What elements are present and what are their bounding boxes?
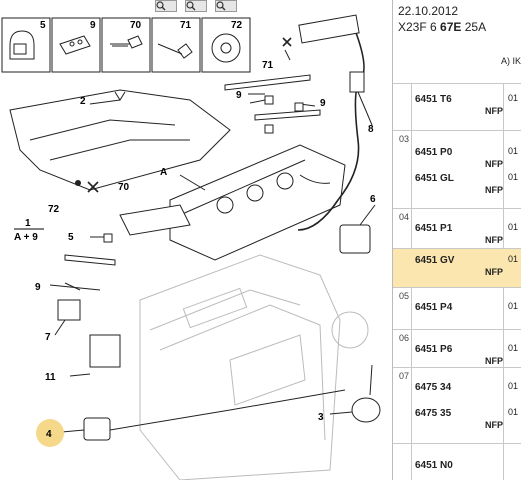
quantity-code: 01 xyxy=(508,222,519,232)
label-70-thumb: 70 xyxy=(130,20,142,31)
nfp-flag: NFP xyxy=(485,106,503,116)
thumb-screw-70 xyxy=(101,17,151,73)
parts-list-panel: 22.10.2012 X23F 6 67E 25A A) IK 6451 T6 N… xyxy=(392,0,521,480)
row-index: 05 xyxy=(399,291,410,301)
resistor-7 xyxy=(57,299,81,321)
thumb-washer-72 xyxy=(201,17,251,73)
label-4: 4 xyxy=(46,429,52,440)
parts-diagram: 5 9 70 71 72 xyxy=(1,0,381,480)
parts-row[interactable]: 6451 N0 xyxy=(393,443,521,480)
quantity-code: 01 xyxy=(508,172,519,182)
label-2: 2 xyxy=(80,96,86,107)
part-reference[interactable]: 6475 35 xyxy=(415,408,452,419)
part-reference[interactable]: 6451 N0 xyxy=(415,460,453,471)
control-unit-a xyxy=(119,144,346,261)
relay-6 xyxy=(339,224,371,254)
hose-5 xyxy=(64,254,116,266)
nfp-flag: NFP xyxy=(485,356,503,366)
hose-9-top xyxy=(224,74,311,91)
parts-row[interactable]: 03 6451 P0 NFP 01 6451 GL NFP 01 xyxy=(393,130,521,208)
duct-assembly xyxy=(9,89,231,191)
part-reference[interactable]: 6451 GV xyxy=(415,255,455,266)
marker-72 xyxy=(75,180,81,186)
parts-row[interactable]: 04 6451 P1 NFP 01 xyxy=(393,208,521,248)
label-6: 6 xyxy=(370,194,376,205)
marker-70 xyxy=(87,181,99,193)
part-reference[interactable]: 6475 34 xyxy=(415,382,452,393)
label-8: 8 xyxy=(368,124,374,135)
vehicle-code: X23F 6 67E 25A xyxy=(398,20,487,34)
label-72: 72 xyxy=(48,204,60,215)
hose-9-mid xyxy=(254,109,321,121)
nfp-flag: NFP xyxy=(485,235,503,245)
zoom-in-icon[interactable] xyxy=(155,0,177,12)
relay-11 xyxy=(89,334,121,368)
label-72-thumb: 72 xyxy=(231,20,243,31)
label-7: 7 xyxy=(45,332,51,343)
parts-row[interactable]: 07 6475 34 01 6475 35 NFP 01 xyxy=(393,367,521,443)
label-11: 11 xyxy=(45,372,56,383)
parts-row[interactable]: 06 6451 P6 NFP 01 xyxy=(393,329,521,367)
part-reference[interactable]: 6451 GL xyxy=(415,173,454,184)
sensor-board xyxy=(298,14,360,44)
row-index: 03 xyxy=(399,134,410,144)
label-71-thumb: 71 xyxy=(180,20,192,31)
quantity-code: 01 xyxy=(508,301,519,311)
catalog-date: 22.10.2012 xyxy=(398,4,459,18)
marker-71 xyxy=(282,37,292,47)
label-9-right: 9 xyxy=(320,98,326,109)
nfp-flag: NFP xyxy=(485,420,503,430)
label-71: 71 xyxy=(262,60,274,71)
label-70: 70 xyxy=(118,182,130,193)
label-5: 5 xyxy=(68,232,74,243)
top-right-label: A) IK xyxy=(501,56,521,66)
callout-highlight-4 xyxy=(36,419,64,447)
label-9-top: 9 xyxy=(236,90,242,101)
knob-3 xyxy=(351,397,381,423)
nfp-flag: NFP xyxy=(485,185,503,195)
part-reference[interactable]: 6451 P1 xyxy=(415,223,453,234)
connector-8 xyxy=(349,71,365,93)
part-reference[interactable]: 6451 T6 xyxy=(415,94,452,105)
quantity-code: 01 xyxy=(508,254,519,264)
part-reference[interactable]: 6451 P0 xyxy=(415,147,453,158)
label-1: 1 xyxy=(25,218,31,229)
part-reference[interactable]: 6451 P6 xyxy=(415,344,453,355)
quantity-code: 01 xyxy=(508,343,519,353)
quantity-code: 01 xyxy=(508,146,519,156)
quantity-code: 01 xyxy=(508,93,519,103)
label-9-thumb: 9 xyxy=(90,20,96,31)
quantity-code: 01 xyxy=(508,407,519,417)
quantity-code: 01 xyxy=(508,381,519,391)
label-3: 3 xyxy=(318,412,324,423)
heater-housing xyxy=(139,254,369,480)
row-index: 04 xyxy=(399,212,410,222)
nfp-flag: NFP xyxy=(485,267,503,277)
nfp-flag: NFP xyxy=(485,159,503,169)
label-a9: A + 9 xyxy=(14,232,38,243)
thumb-bracket-9 xyxy=(51,17,101,73)
zoom-out-icon[interactable] xyxy=(185,0,207,12)
row-index: 07 xyxy=(399,371,410,381)
parts-row[interactable]: 05 6451 P4 01 xyxy=(393,287,521,329)
sensor-4 xyxy=(83,417,111,441)
parts-row[interactable]: 6451 GV NFP 01 xyxy=(393,248,521,287)
fit-view-icon[interactable] xyxy=(215,0,237,12)
label-5-thumb: 5 xyxy=(40,20,46,31)
row-index: 06 xyxy=(399,333,410,343)
part-reference[interactable]: 6451 P4 xyxy=(415,302,453,313)
label-9-left: 9 xyxy=(35,282,41,293)
label-a: A xyxy=(160,167,167,178)
parts-row[interactable]: 6451 T6 NFP 01 xyxy=(393,83,521,130)
